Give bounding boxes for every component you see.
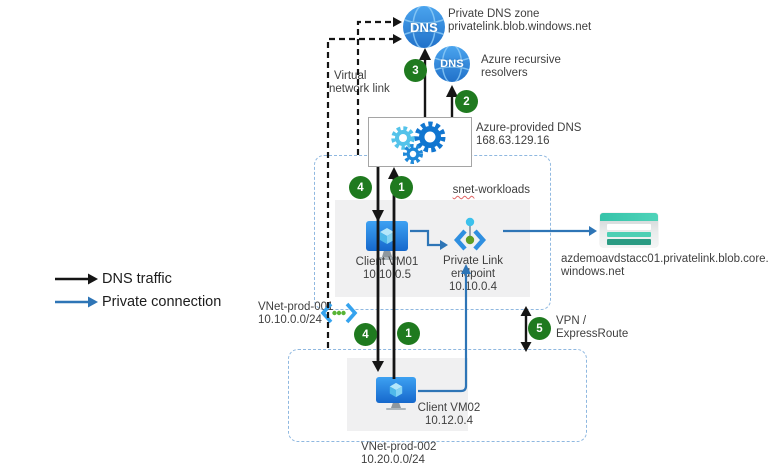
private-dns-zone-label: Private DNS zone privatelink.blob.window… — [448, 8, 591, 34]
vnet2-name: VNet-prod-002 — [361, 441, 437, 453]
gears-icon — [391, 121, 446, 164]
vnl-line2: network link — [329, 83, 390, 95]
arrow-to-private-dns-zone — [419, 48, 431, 117]
legend-dns-traffic-label: DNS traffic — [102, 271, 172, 287]
legend-private-connection-label: Private connection — [102, 294, 222, 310]
storage-fqdn-line2: windows.net — [561, 266, 625, 278]
private-dns-zone-globe-icon: DNS — [402, 5, 446, 49]
vpn-line1: VPN / — [556, 315, 587, 327]
globe-graphic — [403, 6, 445, 48]
azure-dns-subtitle: 168.63.129.16 — [476, 135, 550, 147]
azure-provided-dns-label: Azure-provided DNS 168.63.129.16 — [476, 122, 581, 148]
step-badge-1-lower: 1 — [397, 322, 420, 345]
vm02-subtitle: 10.12.0.4 — [425, 415, 473, 427]
step-badge-3: 3 — [404, 59, 427, 82]
legend-private-arrow — [55, 296, 98, 308]
storage-account-icon — [600, 213, 658, 247]
legend-dns-arrow — [55, 273, 98, 285]
virtual-network-link-label: Virtual network link — [329, 70, 390, 96]
ple-line3: 10.10.0.4 — [449, 281, 497, 293]
private-link-endpoint-icon — [453, 217, 487, 251]
private-dns-zone-title: Private DNS zone — [448, 8, 540, 20]
cube-glyph — [389, 382, 403, 398]
vnet2-label: VNet-prod-002 10.20.0.0/24 — [361, 441, 436, 467]
vm01-subtitle: 10.10.0.5 — [363, 269, 411, 281]
storage-account-label: azdemoavdstacc01.privatelink.blob.core. … — [561, 253, 768, 279]
vnet2-cidr: 10.20.0.0/24 — [361, 454, 425, 466]
recursive-resolvers-title: Azure recursive — [481, 54, 561, 66]
client-vm01-icon — [366, 221, 408, 261]
step-badge-2: 2 — [455, 90, 478, 113]
globe-graphic — [434, 46, 470, 82]
client-vm02-icon — [376, 377, 416, 411]
snet-suffix: -workloads — [474, 184, 530, 196]
snet-prefix: snet — [452, 184, 475, 196]
recursive-resolvers-label: Azure recursive resolvers — [481, 54, 561, 80]
private-link-endpoint-label: Private Link endpoint 10.10.0.4 — [433, 255, 513, 294]
vnet-icon — [320, 302, 358, 324]
step-badge-4-upper: 4 — [349, 176, 372, 199]
ple-line1: Private Link — [442, 255, 504, 267]
snet-workloads-label: snet-workloads — [430, 184, 530, 197]
vpn-line2: ExpressRoute — [556, 328, 629, 340]
client-vm02-label: Client VM02 10.12.0.4 — [409, 402, 489, 428]
private-dns-zone-subtitle: privatelink.blob.windows.net — [448, 21, 592, 33]
step-badge-4-lower: 4 — [354, 323, 377, 346]
recursive-resolvers-subtitle: resolvers — [481, 67, 528, 79]
vnet1-cidr: 10.10.0.0/24 — [258, 314, 322, 326]
step-badge-1-upper: 1 — [390, 176, 413, 199]
ple-line2: endpoint — [450, 268, 496, 280]
step-badge-5: 5 — [528, 317, 551, 340]
vpn-expressroute-label: VPN / ExpressRoute — [556, 315, 628, 341]
recursive-resolvers-globe-icon: DNS — [433, 45, 471, 83]
vm01-title: Client VM01 — [355, 256, 419, 268]
vnet1-name: VNet-prod-001 — [258, 301, 334, 313]
azure-dns-title: Azure-provided DNS — [476, 122, 582, 134]
dns-globe-label: DNS — [409, 19, 439, 35]
storage-fqdn-line1: azdemoavdstacc01.privatelink.blob.core. — [561, 253, 768, 265]
cube-glyph — [380, 228, 394, 244]
dns-globe-label: DNS — [440, 58, 464, 70]
vnet1-label: VNet-prod-001 10.10.0.0/24 — [258, 301, 333, 327]
client-vm01-label: Client VM01 10.10.0.5 — [347, 256, 427, 282]
vnl-line1: Virtual — [334, 70, 367, 82]
vm02-title: Client VM02 — [417, 402, 481, 414]
